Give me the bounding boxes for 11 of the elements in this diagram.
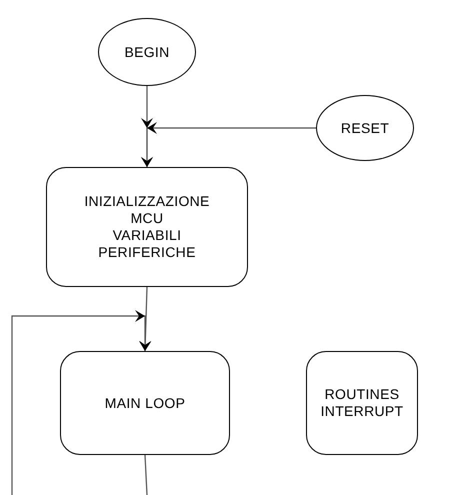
node-label: INIZIALIZZAZIONE MCU VARIABILI PERIFERICHE — [83, 193, 211, 261]
node-label: BEGIN — [124, 44, 170, 60]
node-label: RESET — [340, 120, 390, 136]
node-label: MAIN LOOP — [104, 394, 186, 412]
process-box — [46, 167, 248, 287]
process-box — [306, 351, 418, 455]
arrow — [139, 286, 152, 352]
node-label: ROUTINES INTERRUPT — [320, 386, 404, 420]
process-box — [60, 351, 230, 455]
arrow — [141, 122, 316, 167]
arrow — [11, 310, 151, 495]
